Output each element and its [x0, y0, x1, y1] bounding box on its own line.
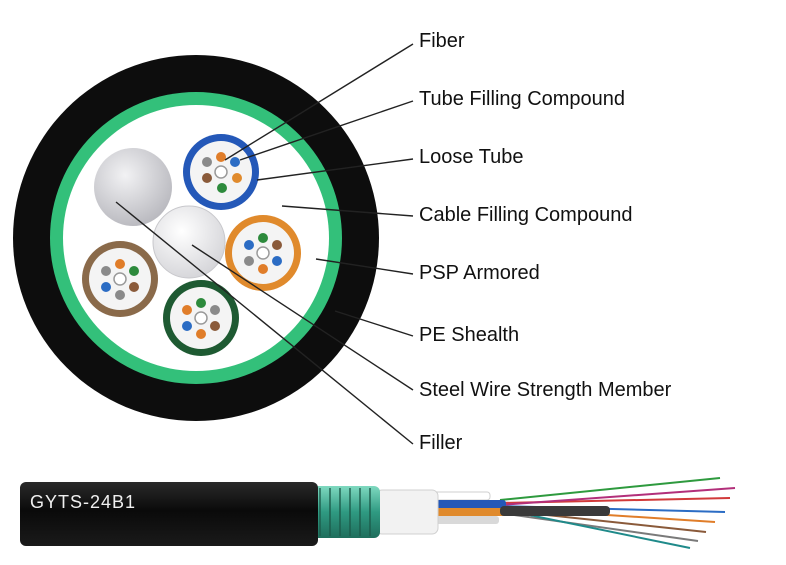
pe-jacket-side [20, 482, 318, 546]
loose-tube-blue [183, 134, 259, 210]
filler-element [94, 148, 172, 226]
leader-psp-armor [315, 258, 414, 275]
water-blocking-tape [375, 489, 439, 535]
label-psp-armored: PSP Armored [419, 262, 540, 284]
loose-tube-darkgreen [163, 280, 239, 356]
leader-tube-filling [239, 100, 414, 161]
leader-filler [115, 201, 414, 445]
label-pe-sheath: PE Shealth [419, 324, 520, 346]
label-filler: Filler [419, 432, 463, 454]
label-fiber: Fiber [419, 30, 465, 52]
cable-side-view: GYTS-24B1 [20, 477, 736, 549]
loose-tube-orange [225, 215, 301, 291]
leader-loose-tube [256, 158, 414, 181]
leader-fiber [224, 43, 414, 161]
label-tube-filling-compound: Tube Filling Compound [419, 88, 626, 110]
central-strength-member [152, 205, 226, 279]
cross-section [13, 55, 379, 421]
cable-print-text: GYTS-24B1 [30, 492, 136, 512]
leader-lines [115, 43, 414, 445]
label-loose-tube: Loose Tube [419, 146, 524, 168]
leader-pe-sheath [334, 310, 414, 337]
loose-tube-brown [82, 241, 158, 317]
label-cable-filling-compound: Cable Filling Compound [419, 204, 633, 226]
leader-steel-wire [191, 244, 414, 391]
label-steel-wire-strength-member: Steel Wire Strength Member [419, 379, 672, 401]
leader-cable-filling [281, 205, 414, 217]
